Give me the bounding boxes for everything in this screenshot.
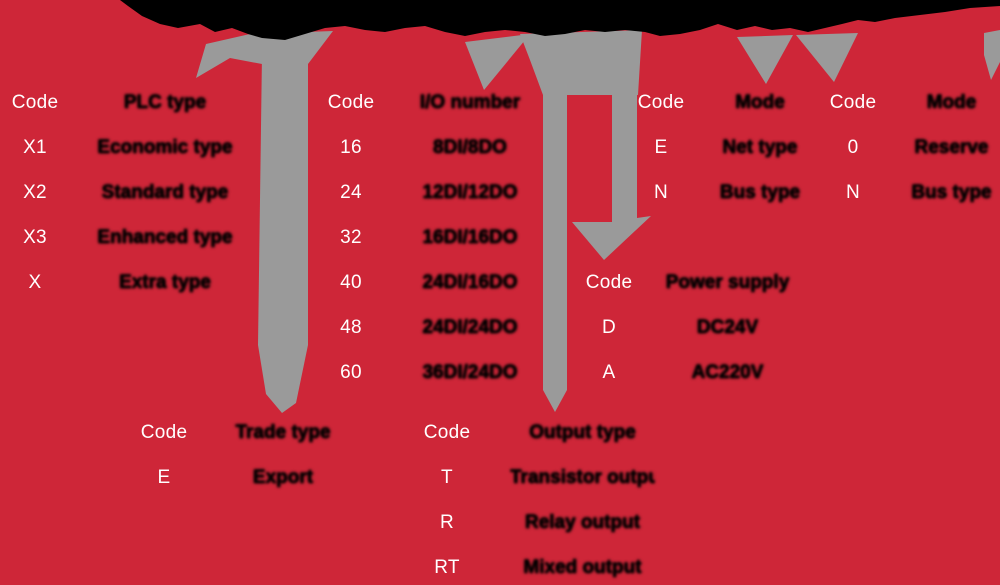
code-cell: X1 xyxy=(23,136,47,158)
table-io-number: Code I/O number 16 8DI/8DO 24 12DI/12DO … xyxy=(315,80,545,395)
table-header-row: Code Output type xyxy=(421,410,655,455)
label-cell: DC24V xyxy=(696,316,759,338)
table-row: RT Mixed output xyxy=(421,545,655,585)
label-cell: 8DI/8DO xyxy=(433,136,507,158)
arrow-right-edge-cropped xyxy=(984,30,1000,80)
table-row: A AC220V xyxy=(583,350,795,395)
arrow-to-mode-0n-table xyxy=(796,33,858,82)
header-code: Code xyxy=(423,421,471,443)
code-cell: E xyxy=(654,136,668,158)
code-cell: X2 xyxy=(23,181,47,203)
label-cell: Bus type xyxy=(911,181,992,203)
table-mode-en: Code Mode E Net type N Bus type xyxy=(635,80,813,215)
table-row: N Bus type xyxy=(827,170,1000,215)
model-number-silhouette xyxy=(120,0,1000,40)
header-code: Code xyxy=(11,91,59,113)
table-row: 0 Reserve xyxy=(827,125,1000,170)
table-header-row: Code Mode xyxy=(635,80,813,125)
label-cell: 24DI/16DO xyxy=(422,271,518,293)
table-row: X2 Standard type xyxy=(0,170,235,215)
header-label: PLC type xyxy=(123,91,207,113)
code-cell: 60 xyxy=(340,361,362,383)
label-cell: Relay output xyxy=(524,511,641,533)
header-label: Mode xyxy=(926,91,977,113)
header-code: Code xyxy=(637,91,685,113)
header-label: Mode xyxy=(735,91,785,113)
code-cell: N xyxy=(845,181,861,203)
code-cell: R xyxy=(439,511,455,533)
code-cell: 32 xyxy=(340,226,362,248)
table-header-row: Code I/O number xyxy=(315,80,545,125)
code-cell: 24 xyxy=(340,181,362,203)
header-code: Code xyxy=(327,91,375,113)
code-cell: RT xyxy=(434,556,460,578)
table-row: T Transistor output xyxy=(421,455,655,500)
label-cell: 24DI/24DO xyxy=(422,316,518,338)
label-cell: Mixed output xyxy=(523,556,642,578)
label-cell: Extra type xyxy=(119,271,211,293)
label-cell: Net type xyxy=(722,136,798,158)
label-cell: Reserve xyxy=(914,136,989,158)
header-label: Trade type xyxy=(235,421,331,443)
label-cell: Bus type xyxy=(719,181,801,203)
header-label: Power supply xyxy=(665,271,790,293)
label-cell: 12DI/12DO xyxy=(422,181,518,203)
code-cell: 40 xyxy=(340,271,362,293)
header-label: Output type xyxy=(529,421,636,443)
arrow-to-output-type-table xyxy=(543,55,567,412)
code-cell: T xyxy=(441,466,453,488)
header-label: I/O number xyxy=(419,91,521,113)
table-row: 16 8DI/8DO xyxy=(315,125,545,170)
label-cell: Enhanced type xyxy=(97,226,233,248)
code-cell: D xyxy=(601,316,617,338)
table-row: 60 36DI/24DO xyxy=(315,350,545,395)
table-output-type: Code Output type T Transistor output R R… xyxy=(421,410,655,585)
label-cell: 36DI/24DO xyxy=(422,361,518,383)
table-row: E Net type xyxy=(635,125,813,170)
table-row: D DC24V xyxy=(583,305,795,350)
table-row: X1 Economic type xyxy=(0,125,235,170)
table-header-row: Code PLC type xyxy=(0,80,235,125)
code-cell: 0 xyxy=(847,136,859,158)
table-row: E Export xyxy=(138,455,343,500)
label-cell: Economic type xyxy=(97,136,233,158)
table-plc-type: Code PLC type X1 Economic type X2 Standa… xyxy=(0,80,235,305)
table-header-row: Code Power supply xyxy=(583,260,795,305)
label-cell: Standard type xyxy=(101,181,229,203)
code-cell: E xyxy=(157,466,171,488)
header-code: Code xyxy=(140,421,188,443)
code-cell: X xyxy=(28,271,42,293)
table-header-row: Code Mode xyxy=(827,80,1000,125)
code-cell: X3 xyxy=(23,226,47,248)
table-row: 24 12DI/12DO xyxy=(315,170,545,215)
label-cell: 16DI/16DO xyxy=(422,226,518,248)
label-cell: AC220V xyxy=(691,361,764,383)
arrow-to-mode-en-table xyxy=(737,35,793,84)
table-trade-type: Code Trade type E Export xyxy=(138,410,343,500)
table-row: X3 Enhanced type xyxy=(0,215,235,260)
arrow-to-io-number-table xyxy=(465,34,530,90)
table-row: R Relay output xyxy=(421,500,655,545)
code-cell: N xyxy=(653,181,669,203)
table-row: N Bus type xyxy=(635,170,813,215)
label-cell: Transistor output xyxy=(510,466,655,488)
table-mode-0n: Code Mode 0 Reserve N Bus type xyxy=(827,80,1000,215)
table-header-row: Code Trade type xyxy=(138,410,343,455)
table-row: 48 24DI/24DO xyxy=(315,305,545,350)
table-row: 32 16DI/16DO xyxy=(315,215,545,260)
code-cell: 48 xyxy=(340,316,362,338)
table-row: X Extra type xyxy=(0,260,235,305)
label-cell: Export xyxy=(252,466,314,488)
header-code: Code xyxy=(585,271,633,293)
table-row: 40 24DI/16DO xyxy=(315,260,545,305)
arrow-to-power-supply-table xyxy=(572,88,651,260)
code-cell: A xyxy=(602,361,616,383)
table-power-supply: Code Power supply D DC24V A AC220V xyxy=(583,260,795,395)
header-code: Code xyxy=(829,91,877,113)
code-cell: 16 xyxy=(340,136,362,158)
arrow-to-trade-type-table xyxy=(258,54,308,413)
